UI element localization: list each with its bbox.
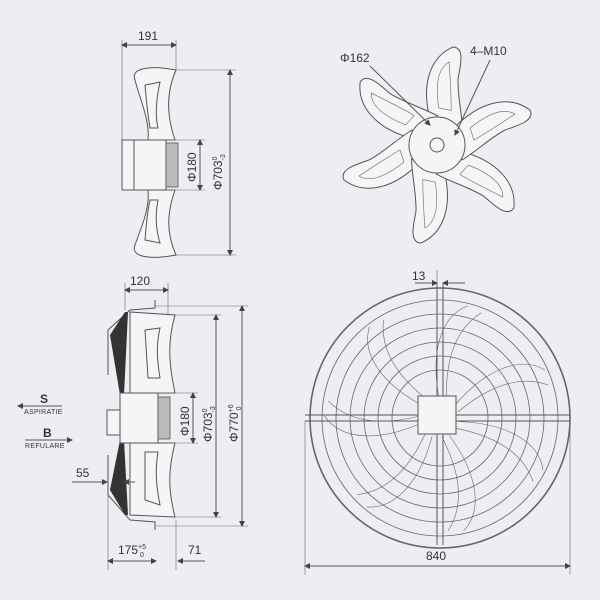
- suction-letter: S: [40, 392, 48, 406]
- motor-hub: [417, 395, 457, 435]
- discharge-text: REFULARE: [25, 443, 65, 450]
- guard-blade: [324, 400, 422, 437]
- guard-blade: [357, 431, 433, 508]
- discharge-letter: B: [43, 426, 52, 440]
- hub-pcd-label: Φ162: [340, 51, 370, 65]
- hub: [408, 116, 466, 174]
- guard-blade: [455, 421, 544, 482]
- guard-rings: [309, 287, 571, 549]
- guard-blade: [435, 305, 482, 401]
- width-label: 191: [138, 29, 158, 43]
- blade: [426, 46, 464, 132]
- airflow-legend: S ASPIRATIE B REFULARE: [17, 392, 73, 450]
- upper-blade: [133, 67, 177, 141]
- side-view-top: 191 Φ180 Φ7030-3: [121, 29, 236, 258]
- offset-label: 55: [76, 466, 90, 480]
- blade: [342, 129, 423, 189]
- hub-dia-label: Φ180: [178, 406, 192, 436]
- suction-text: ASPIRATIE: [24, 409, 63, 416]
- blade: [410, 158, 448, 244]
- guard-blade: [441, 435, 476, 532]
- motor-rotor: [119, 392, 159, 444]
- guard-front-view: 13 840: [304, 269, 571, 575]
- bolts-label: 4–M10: [470, 44, 507, 58]
- guard-blade: [367, 320, 431, 407]
- blade-dia-label: Φ7030-3: [201, 406, 217, 442]
- motor-label: 71: [188, 543, 202, 557]
- hub-dia-label: Φ180: [185, 152, 199, 182]
- blade-dia-label: Φ7030-3: [211, 154, 227, 190]
- guard-dia-label: Φ770+60: [227, 404, 243, 442]
- motor-rotor: [121, 139, 135, 191]
- impeller-front-view: Φ162 4–M10: [340, 44, 532, 244]
- guard-blade: [454, 363, 549, 413]
- depth-label: 120: [130, 274, 150, 288]
- bracket-label: 13: [412, 269, 426, 283]
- overall-width-label: 840: [426, 549, 446, 563]
- blade: [451, 101, 532, 161]
